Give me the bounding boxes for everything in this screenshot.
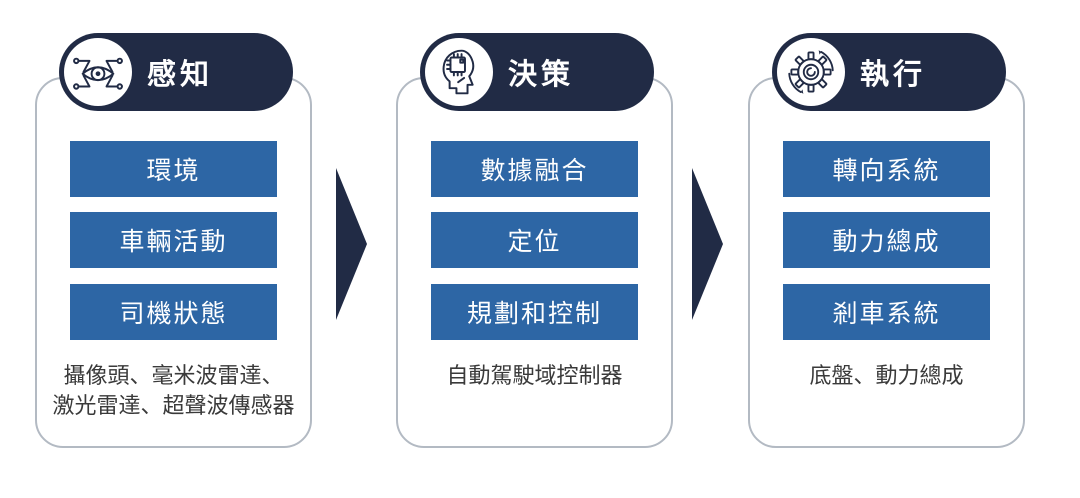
decision-item-data-fusion: 數據融合 xyxy=(431,141,638,197)
execution-caption: 底盤、動力總成 xyxy=(754,361,1019,391)
perception-caption: 攝像頭、毫米波雷達、 激光雷達、超聲波傳感器 xyxy=(41,361,306,421)
stage-title-execution: 執行 xyxy=(860,59,927,91)
stage-title-decision: 決策 xyxy=(508,59,575,91)
decision-caption-line-1: 自動駕駛域控制器 xyxy=(446,363,623,388)
head-chip-icon xyxy=(425,38,493,106)
stage-card-execution: 執行 轉向系統 動力總成 剎車系統 底盤、動力總成 xyxy=(748,33,1025,448)
gear-cycle-icon xyxy=(777,38,845,106)
decision-caption: 自動駕駛域控制器 xyxy=(402,361,667,391)
eye-circuit-icon xyxy=(64,38,132,106)
execution-caption-line-1: 底盤、動力總成 xyxy=(809,363,964,388)
execution-item-brake-system: 剎車系統 xyxy=(783,284,990,340)
perception-item-driver-status: 司機狀態 xyxy=(70,284,277,340)
decision-item-planning-control: 規劃和控制 xyxy=(431,284,638,340)
flow-arrow-decision-to-execution xyxy=(692,168,723,320)
stage-card-decision: 決策 數據融合 定位 規劃和控制 自動駕駛域控制器 xyxy=(396,33,673,448)
decision-item-positioning: 定位 xyxy=(431,212,638,268)
perception-item-vehicle-activity: 車輛活動 xyxy=(70,212,277,268)
perception-item-environment: 環境 xyxy=(70,141,277,197)
stage-card-perception: 感知 環境 車輛活動 司機狀態 攝像頭、毫米波雷達、 激光雷達、超聲波傳感器 xyxy=(35,33,312,448)
flow-arrow-perception-to-decision xyxy=(336,168,367,320)
perception-caption-line-1: 攝像頭、毫米波雷達、 xyxy=(63,363,284,388)
stage-title-perception: 感知 xyxy=(147,59,214,91)
stage-header-decision: 決策 xyxy=(420,33,654,111)
stage-header-execution: 執行 xyxy=(772,33,1006,111)
execution-item-powertrain: 動力總成 xyxy=(783,212,990,268)
execution-item-steering-system: 轉向系統 xyxy=(783,141,990,197)
perception-caption-line-2: 激光雷達、超聲波傳感器 xyxy=(52,393,295,418)
stage-header-perception: 感知 xyxy=(59,33,293,111)
